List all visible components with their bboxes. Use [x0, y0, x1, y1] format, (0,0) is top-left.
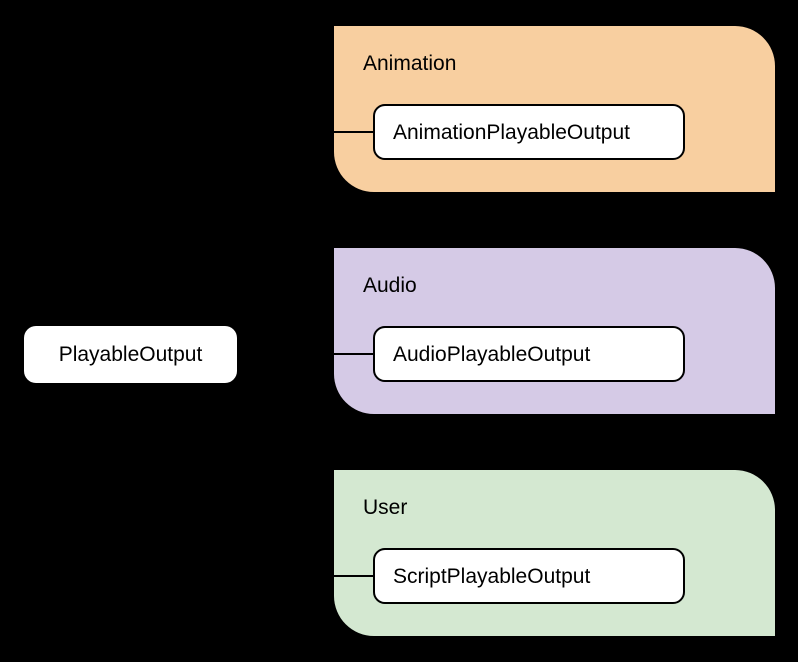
group-audio[interactable]: Audio AudioPlayableOutput — [334, 248, 775, 414]
node-animation-playable-output-label: AnimationPlayableOutput — [393, 120, 630, 144]
node-playable-output-label: PlayableOutput — [58, 343, 203, 366]
connector-line-audio — [334, 353, 374, 355]
node-playable-output[interactable]: PlayableOutput — [24, 326, 237, 383]
node-script-playable-output-label: ScriptPlayableOutput — [393, 564, 591, 588]
node-audio-playable-output-label: AudioPlayableOutput — [393, 342, 591, 366]
connector-line-animation — [334, 131, 374, 133]
group-animation[interactable]: Animation AnimationPlayableOutput — [334, 26, 775, 192]
node-script-playable-output[interactable]: ScriptPlayableOutput — [373, 548, 685, 604]
node-animation-playable-output[interactable]: AnimationPlayableOutput — [373, 104, 685, 160]
group-animation-label: Animation — [363, 52, 457, 75]
node-audio-playable-output[interactable]: AudioPlayableOutput — [373, 326, 685, 382]
connector-line-user — [334, 575, 374, 577]
group-user[interactable]: User ScriptPlayableOutput — [334, 470, 775, 636]
group-user-label: User — [363, 496, 408, 519]
group-audio-label: Audio — [363, 274, 417, 297]
